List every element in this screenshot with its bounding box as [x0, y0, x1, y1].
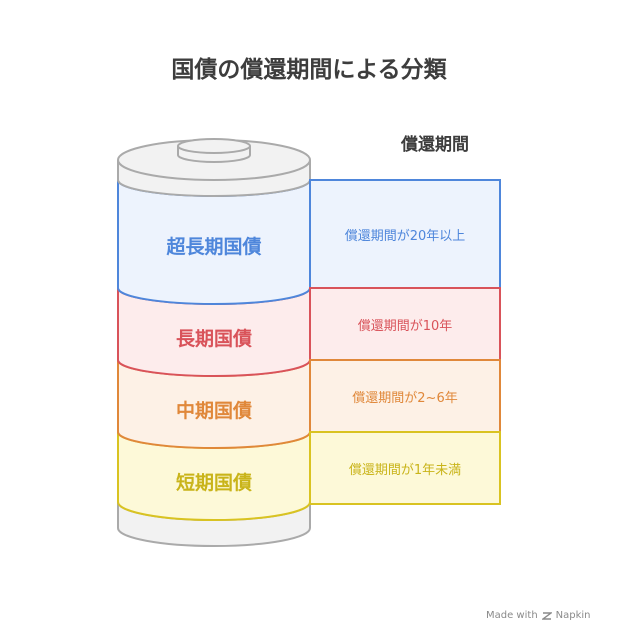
box-mid-term [309, 359, 501, 433]
box-super-long-term [309, 179, 501, 289]
period-long-term: 償還期間が10年 [357, 318, 453, 334]
cylinder-knob-top [177, 138, 251, 154]
segment-label-short-term: 短期国債 [175, 472, 252, 494]
period-super-long-term: 償還期間が20年以上 [344, 228, 466, 244]
segment-label-super-long-term: 超長期国債 [166, 236, 262, 258]
period-short-term: 償還期間が1年未満 [348, 462, 462, 478]
column-header: 償還期間 [401, 135, 469, 155]
napkin-watermark: Made with Napkin [486, 610, 591, 621]
box-short-term [309, 431, 501, 505]
napkin-brand-text: Napkin [555, 610, 591, 621]
box-long-term [309, 287, 501, 361]
segment-label-mid-term: 中期国債 [175, 400, 252, 422]
page-title: 国債の償還期間による分類 [171, 57, 447, 83]
period-mid-term: 償還期間が2~6年 [352, 390, 458, 406]
made-with-text: Made with [486, 610, 538, 621]
segment-label-long-term: 長期国債 [175, 328, 252, 350]
napkin-logo-icon [541, 611, 552, 620]
